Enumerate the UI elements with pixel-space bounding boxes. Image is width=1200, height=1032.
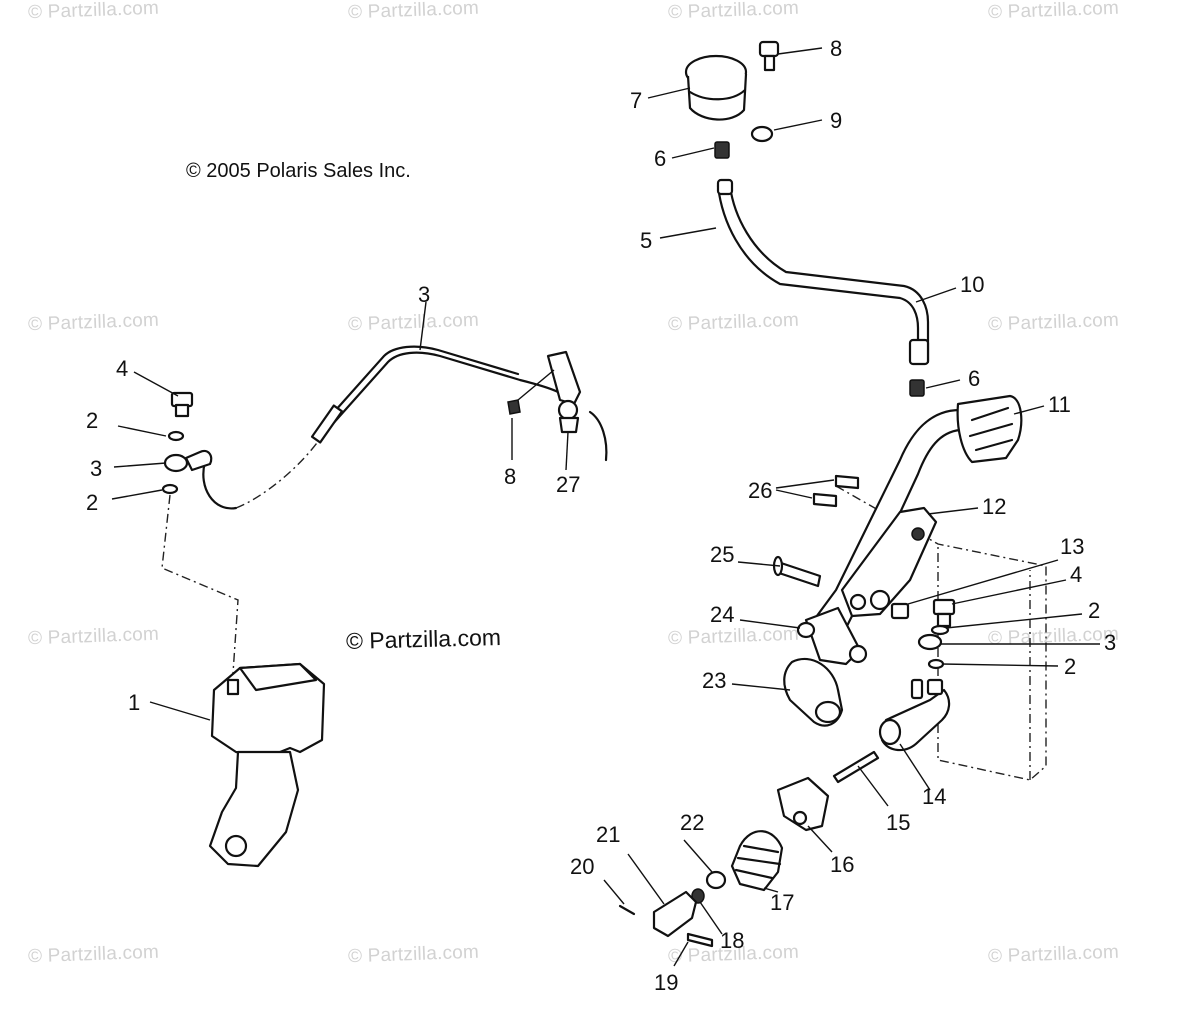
banjo-fitting [163, 453, 189, 473]
callout-18: 18 [720, 928, 744, 953]
callout-19: 19 [654, 970, 678, 995]
master-washer [930, 624, 950, 636]
callout-25: 25 [710, 542, 734, 567]
caliper-top [238, 662, 318, 692]
master-cylinder-port [926, 678, 944, 696]
callout-3: 3 [90, 456, 102, 481]
master-fitting [909, 379, 925, 397]
callout-21: 21 [596, 822, 620, 847]
assembly-centerline [161, 494, 239, 689]
pivot-bushing [796, 621, 816, 639]
callout-7: 7 [630, 88, 642, 113]
crush-washer [167, 430, 185, 442]
reservoir-rib [688, 88, 747, 101]
callout-17: 17 [770, 890, 794, 915]
callout-5: 5 [640, 228, 652, 253]
callout-23: 23 [702, 668, 726, 693]
reservoir-hose [716, 184, 920, 364]
brake-line-hose [320, 351, 560, 438]
bracket-stud [558, 416, 580, 434]
callout-3: 3 [418, 282, 430, 307]
master-cylinder-nipple [910, 678, 924, 700]
pedal-pad-tread [968, 406, 1014, 452]
pedal-boot-mouth [814, 700, 842, 724]
callout-24: 24 [710, 602, 734, 627]
cap-screw-shank [763, 54, 776, 72]
callout-20: 20 [570, 854, 594, 879]
bracket-hole [792, 810, 808, 826]
brake-line [202, 460, 238, 510]
reservoir-body [686, 73, 748, 121]
clevis [652, 890, 698, 938]
cap-screw [758, 40, 780, 58]
linkage-hole [869, 589, 891, 611]
callout-2: 2 [86, 490, 98, 515]
line-bracket [546, 350, 582, 406]
callout-26: 26 [748, 478, 772, 503]
callout-3: 3 [1104, 630, 1116, 655]
callout-6: 6 [654, 146, 666, 171]
hose-end [908, 338, 930, 366]
caliper-bracket-arm [208, 750, 300, 868]
master-banjo [917, 633, 943, 651]
callout-8: 8 [504, 464, 516, 489]
brake-line-hose-outer [316, 345, 520, 432]
callout-6: 6 [968, 366, 980, 391]
callout-16: 16 [830, 852, 854, 877]
callout-2: 2 [1064, 654, 1076, 679]
bracket-grommet [557, 399, 579, 421]
callout-9: 9 [830, 108, 842, 133]
callout-leaders [111, 47, 1100, 967]
hose-sleeve [310, 404, 344, 444]
brake-line-tail [588, 410, 608, 462]
callout-4: 4 [116, 356, 128, 381]
mounting-bracket [776, 776, 830, 832]
reservoir-grommet [750, 125, 774, 143]
pivot-pin [834, 474, 860, 490]
caliper-mount-hole [224, 834, 248, 858]
crush-washer [161, 483, 179, 495]
dust-boot-ribs [734, 844, 782, 880]
cotter-pin [618, 904, 636, 916]
callout-2: 2 [1088, 598, 1100, 623]
linkage-hole [849, 593, 867, 611]
callout-4: 4 [1070, 562, 1082, 587]
callout-11: 11 [1048, 392, 1071, 417]
callout-2: 2 [86, 408, 98, 433]
pedal-pivot-bushing [848, 644, 868, 664]
copyright-notice: © 2005 Polaris Sales Inc. [186, 160, 411, 182]
master-washer [927, 658, 945, 670]
line-clip [507, 399, 521, 415]
master-banjo-bolt-shank [936, 612, 952, 628]
callout-27: 27 [556, 472, 580, 497]
clevis-pin [686, 932, 714, 948]
pushrod [832, 750, 880, 784]
pivot-pin [812, 492, 838, 508]
linkage-spring [911, 527, 925, 541]
master-cylinder-bore [878, 718, 902, 746]
reservoir-hose-inner [728, 184, 930, 364]
callout-8: 8 [830, 36, 842, 61]
flat-washer [705, 870, 727, 890]
banjo-bolt-shank [174, 403, 190, 418]
callout-1: 1 [128, 690, 140, 715]
mounting-outline [835, 485, 1047, 781]
brake-pedal-pad [956, 394, 1023, 464]
callout-13: 13 [1060, 534, 1084, 559]
callout-10: 10 [960, 272, 984, 297]
master-banjo-bolt [932, 598, 956, 616]
brake-line-dashed [235, 435, 323, 509]
callout-22: 22 [680, 810, 704, 835]
adjuster-nut [890, 602, 910, 620]
hose-clamp [716, 178, 734, 196]
callout-15: 15 [886, 810, 910, 835]
callout-14: 14 [922, 784, 946, 809]
callout-12: 12 [982, 494, 1006, 519]
banjo-neck [184, 449, 213, 472]
reservoir-fitting [714, 141, 730, 159]
caliper-bleeder [226, 678, 240, 696]
